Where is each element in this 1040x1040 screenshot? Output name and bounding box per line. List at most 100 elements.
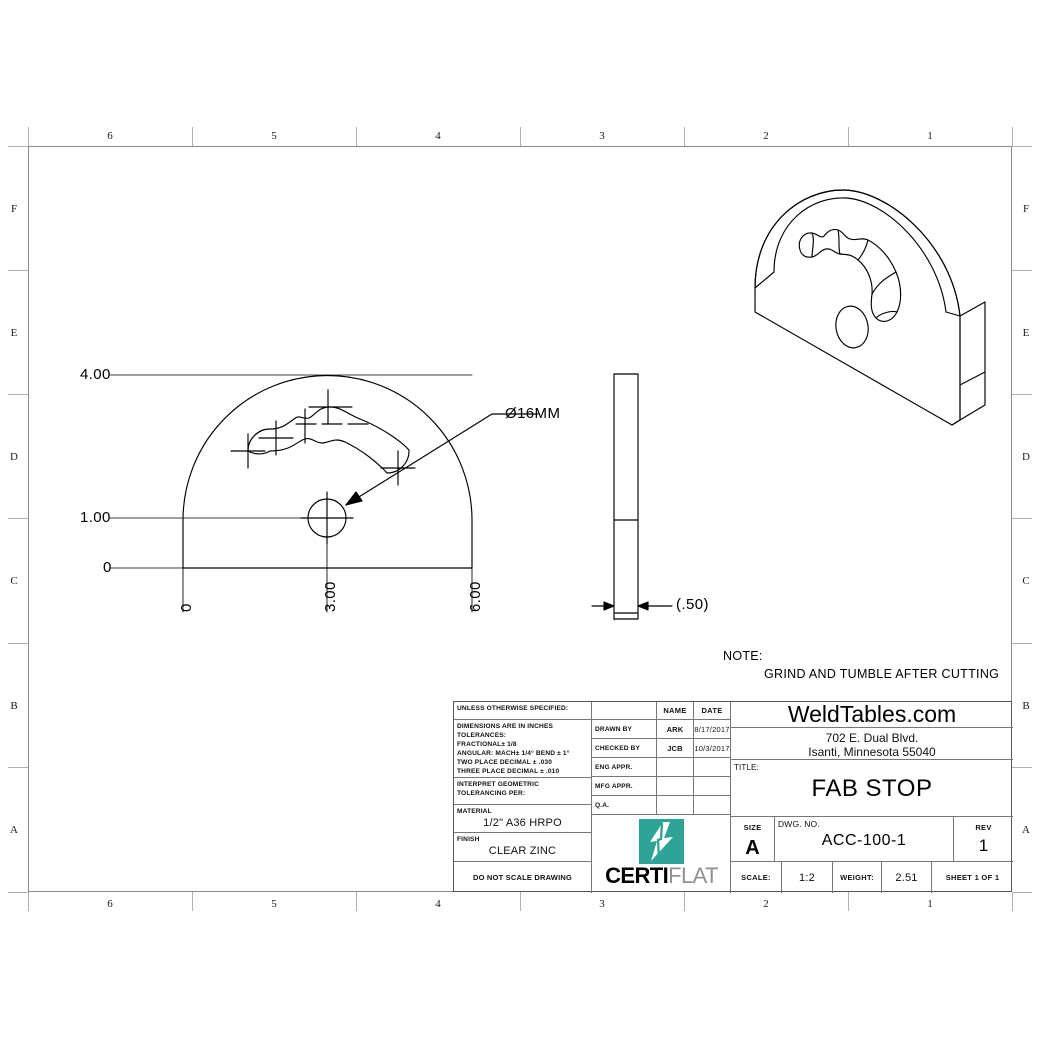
tb-sheet-value: SHEET 1 OF 1: [945, 873, 1000, 882]
ordinate-label-3-00: 3.00: [322, 581, 339, 612]
zone-tick-left: [8, 643, 28, 644]
tb-approval-row-label: Q.A.: [592, 796, 657, 815]
zone-label-left-A: A: [10, 824, 18, 836]
zone-label-top-5: 5: [271, 130, 277, 142]
tb-size-value: A: [745, 837, 760, 859]
tb-mfg-appr-label: MFG APPR.: [595, 783, 633, 790]
tb-tol-line5: TWO PLACE DECIMAL ± .030: [457, 759, 553, 767]
tb-size-label: SIZE: [743, 823, 762, 832]
zone-tick-bottom: [356, 892, 357, 911]
tb-name-col-label: NAME: [663, 706, 687, 715]
zone-tick-top: [356, 127, 357, 146]
zone-tick-right: [1012, 146, 1032, 147]
zone-label-right-E: E: [1022, 327, 1030, 339]
tb-title-label: TITLE:: [734, 763, 759, 772]
zone-tick-right: [1012, 892, 1032, 893]
zone-tick-top: [848, 127, 849, 146]
zone-tick-top: [1012, 127, 1013, 146]
zone-tick-bottom: [684, 892, 685, 911]
hole-diameter-callout: Ø16MM: [505, 405, 561, 422]
zone-tick-bottom: [192, 892, 193, 911]
tb-scale-value-cell: 1:2: [782, 862, 833, 893]
ordinate-label-4-00: 4.00: [80, 366, 111, 383]
tb-address-line1: 702 E. Dual Blvd.: [825, 731, 919, 745]
tb-dwg-no: DWG. NO. ACC-100-1: [775, 817, 954, 862]
tb-approval-row-label: CHECKED BY: [592, 739, 657, 758]
tb-do-not-scale: DO NOT SCALE DRAWING: [454, 862, 592, 893]
zone-label-bottom-5: 5: [271, 898, 277, 910]
tb-checked-by-date: 10/3/2017: [694, 743, 730, 753]
zone-label-right-A: A: [1022, 824, 1030, 836]
tb-dwg-no-label: DWG. NO.: [778, 819, 820, 829]
zone-label-top-2: 2: [763, 130, 769, 142]
zone-tick-left: [8, 270, 28, 271]
tb-weight-label-cell: WEIGHT:: [833, 862, 882, 893]
zone-label-left-B: B: [10, 700, 18, 712]
tb-tol-line2: TOLERANCES:: [457, 732, 507, 740]
zone-tick-left: [8, 892, 28, 893]
tb-tol-line3: FRACTIONAL± 1/8: [457, 741, 517, 749]
zone-label-bottom-2: 2: [763, 898, 769, 910]
tb-approval-row-date: 8/17/2017: [694, 720, 731, 739]
tb-address-line2: Isanti, Minnesota 55040: [808, 745, 936, 760]
tb-finish: FINISH CLEAR ZINC: [454, 833, 592, 862]
tb-qa-label: Q.A.: [595, 802, 610, 809]
zone-label-bottom-1: 1: [927, 898, 933, 910]
tb-company: WeldTables.com: [731, 702, 1013, 728]
tb-drawn-by-name: ARK: [666, 724, 684, 734]
zone-label-right-C: C: [1022, 575, 1030, 587]
zone-label-right-F: F: [1022, 203, 1030, 215]
tb-drawn-by-label: DRAWN BY: [595, 726, 633, 733]
zone-tick-bottom: [1012, 892, 1013, 911]
zone-label-top-4: 4: [435, 130, 441, 142]
zone-label-left-E: E: [10, 327, 18, 339]
zone-label-left-F: F: [10, 203, 18, 215]
tb-approval-row-name: JCB: [657, 739, 694, 758]
tb-finish-label: FINISH: [457, 836, 480, 843]
thickness-dimension: (.50): [676, 596, 709, 613]
tb-tol-line1: DIMENSIONS ARE IN INCHES: [457, 723, 554, 730]
tb-rev: REV 1: [954, 817, 1013, 862]
zone-tick-left: [8, 767, 28, 768]
zone-tick-right: [1012, 270, 1032, 271]
zone-tick-bottom: [520, 892, 521, 911]
tb-approval-row-name: [657, 758, 694, 777]
tb-drawn-by-date: 8/17/2017: [694, 724, 730, 734]
zone-tick-left: [8, 146, 28, 147]
tb-interpret-line1: INTERPRET GEOMETRIC: [457, 781, 539, 788]
zone-label-bottom-6: 6: [107, 898, 113, 910]
logo-word-certi: CERTI: [605, 863, 669, 888]
tb-scale-label-cell: SCALE:: [731, 862, 782, 893]
tb-date-col-label: DATE: [701, 706, 723, 715]
tb-approval-row-name: [657, 777, 694, 796]
tb-weight-value-cell: 2.51: [882, 862, 932, 893]
zone-label-top-6: 6: [107, 130, 113, 142]
zone-label-right-D: D: [1022, 451, 1030, 463]
tb-material-value: 1/2" A36 HRPO: [483, 817, 562, 830]
ordinate-label-6-00: 6.00: [467, 581, 484, 612]
note-label: NOTE:: [723, 649, 763, 663]
zone-tick-left: [8, 394, 28, 395]
tb-approval-row-date: [694, 777, 731, 796]
tb-checked-by-name: JCB: [667, 743, 683, 753]
zone-tick-bottom: [848, 892, 849, 911]
zone-tick-top: [192, 127, 193, 146]
ordinate-label-0-vert: 0: [103, 559, 112, 576]
tb-weight-value: 2.51: [895, 871, 918, 884]
tb-rev-label: REV: [975, 823, 992, 832]
lightning-bolt-icon: [639, 819, 684, 864]
logo-word-flat: FLAT: [668, 863, 718, 888]
tb-scale-label: SCALE:: [741, 873, 771, 882]
tb-title-value: FAB STOP: [811, 775, 933, 803]
tb-tolerances: DIMENSIONS ARE IN INCHES TOLERANCES: FRA…: [454, 720, 592, 778]
zone-tick-right: [1012, 518, 1032, 519]
tb-logo-cell: [592, 815, 731, 893]
tb-material-label: MATERIAL: [457, 808, 492, 815]
tb-approval-corner: [592, 702, 657, 720]
zone-tick-top: [684, 127, 685, 146]
tb-title: TITLE: FAB STOP: [731, 760, 1013, 817]
zone-tick-right: [1012, 643, 1032, 644]
zone-tick-top: [520, 127, 521, 146]
tb-eng-appr-label: ENG APPR.: [595, 764, 633, 771]
